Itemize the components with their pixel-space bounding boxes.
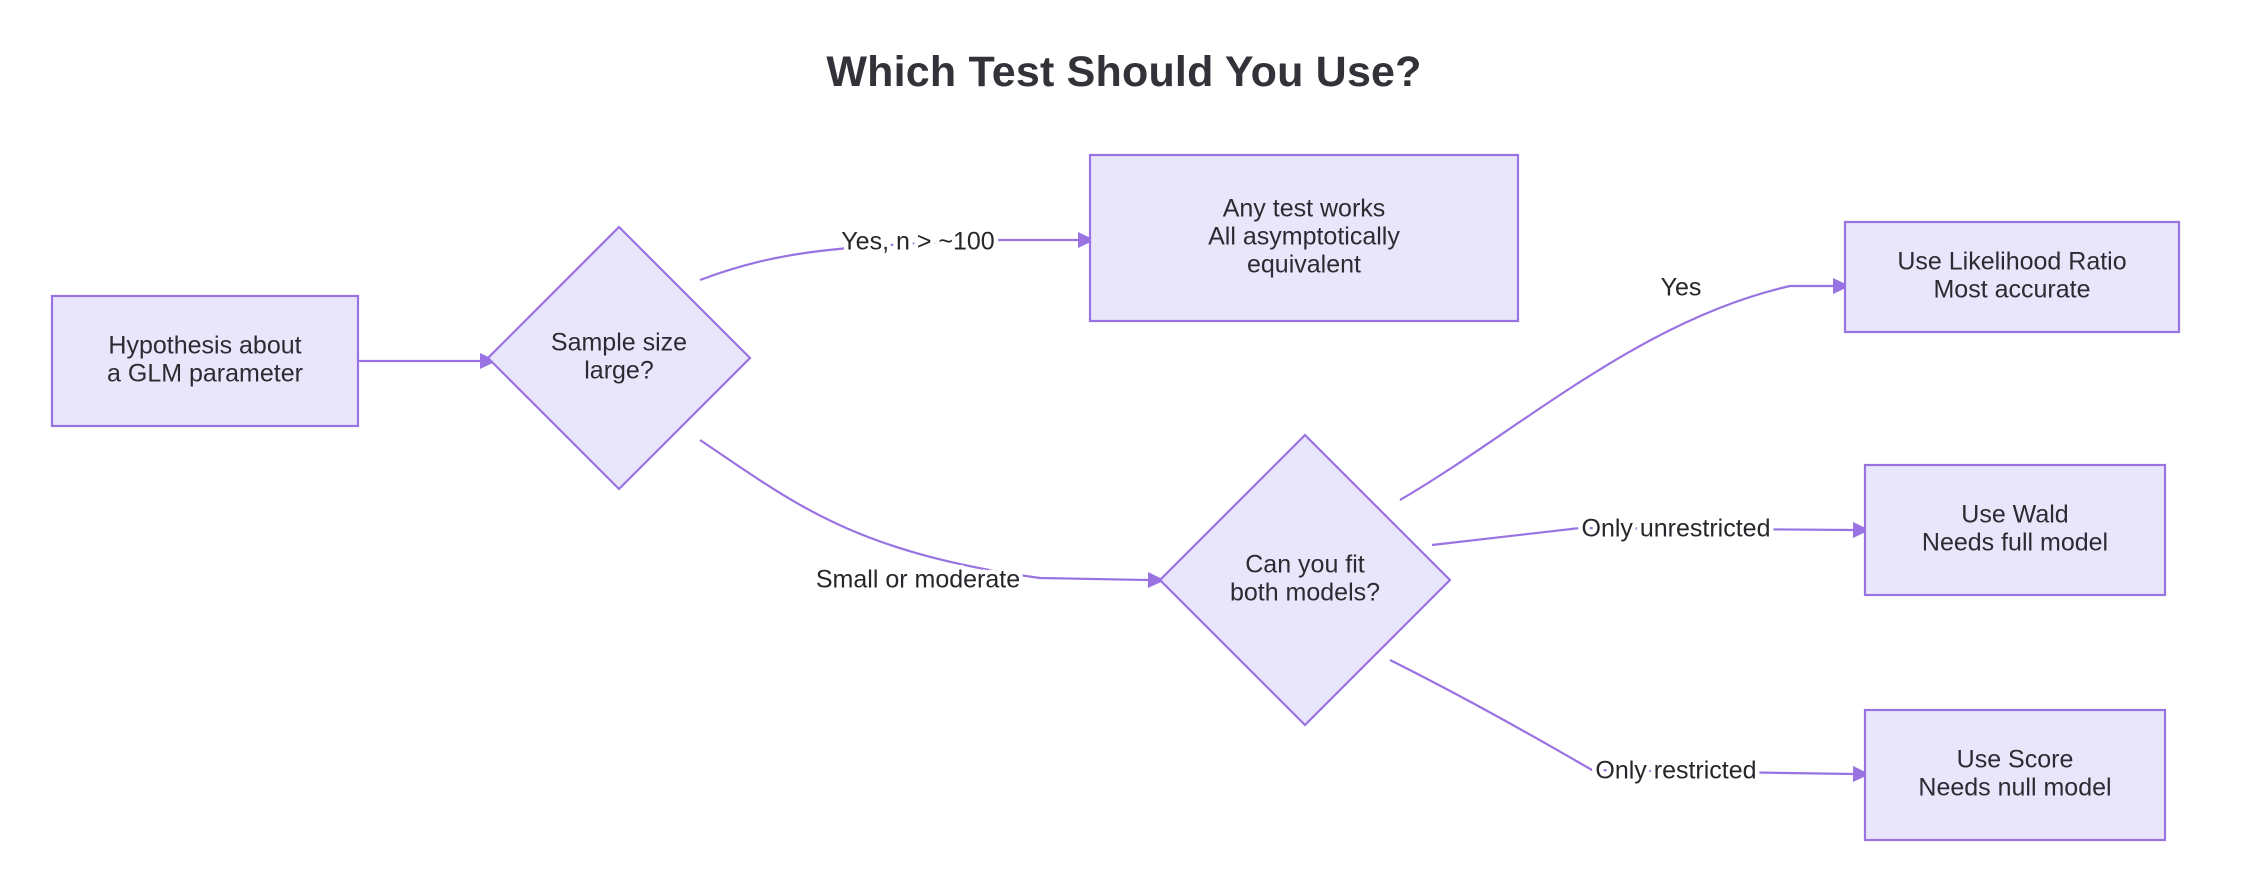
node-label-line: large? bbox=[584, 357, 654, 385]
node-label-line: Sample size bbox=[551, 329, 687, 357]
page-title: Which Test Should You Use? bbox=[826, 48, 1422, 96]
edge-start-to-q1 bbox=[358, 353, 497, 369]
edge-q1-yes bbox=[699, 232, 1095, 282]
edge-label-halo: Only unrestricted bbox=[1582, 515, 1771, 543]
node-label-line: a GLM parameter bbox=[107, 360, 303, 388]
node-label-line: Most accurate bbox=[1933, 276, 2090, 304]
edge-label-text: Only restricted bbox=[1595, 757, 1756, 785]
edge-label-halo: Only restricted bbox=[1595, 757, 1756, 785]
edge-label-text: Only unrestricted bbox=[1582, 515, 1771, 543]
node-label-line: Hypothesis about bbox=[108, 332, 301, 360]
node-label-line: Use Score bbox=[1957, 746, 2074, 774]
edges-layer bbox=[358, 232, 1870, 782]
edge-label-halo: Small or moderate bbox=[816, 566, 1020, 594]
edge-line bbox=[1399, 284, 1833, 501]
edge-q2-restricted bbox=[1389, 659, 1870, 782]
edge-line bbox=[1431, 526, 1854, 547]
edge-line bbox=[699, 238, 1078, 282]
edge-label-halo: Yes, n > ~100 bbox=[841, 228, 994, 256]
arrowhead-icon bbox=[1852, 766, 1870, 782]
node-box[interactable] bbox=[1863, 708, 2167, 842]
edge-line bbox=[1389, 659, 1854, 776]
arrowhead-icon bbox=[1833, 278, 1850, 294]
node-label-line: Needs null model bbox=[1918, 774, 2111, 802]
edge-label-text: Yes bbox=[1661, 274, 1702, 302]
arrowhead-icon bbox=[1078, 232, 1095, 248]
node-diamond[interactable] bbox=[486, 225, 752, 491]
arrowhead-icon bbox=[1147, 572, 1165, 588]
edge-line bbox=[699, 439, 1149, 582]
node-label-line: Needs full model bbox=[1922, 529, 2108, 557]
node-label-line: Can you fit bbox=[1245, 551, 1365, 579]
node-label-line: equivalent bbox=[1247, 251, 1361, 279]
node-label-line: both models? bbox=[1230, 579, 1380, 607]
node-box[interactable] bbox=[1863, 463, 2167, 597]
node-label-line: All asymptotically bbox=[1208, 223, 1400, 251]
arrowhead-icon bbox=[480, 353, 497, 369]
node-box[interactable] bbox=[1088, 153, 1520, 323]
arrowhead-icon bbox=[1852, 522, 1870, 538]
node-box[interactable] bbox=[1843, 220, 2181, 334]
node-label-line: Any test works bbox=[1223, 195, 1386, 223]
edge-q2-yes bbox=[1399, 278, 1850, 501]
edge-q2-unrestricted bbox=[1431, 522, 1870, 547]
edge-label-text: Small or moderate bbox=[816, 566, 1020, 594]
node-box[interactable] bbox=[50, 294, 360, 428]
edge-label-text: Yes, n > ~100 bbox=[841, 228, 994, 256]
edge-label-halo: Yes bbox=[1661, 274, 1702, 302]
node-diamond[interactable] bbox=[1158, 433, 1452, 727]
node-label-line: Use Likelihood Ratio bbox=[1897, 248, 2126, 276]
edge-q1-small bbox=[699, 439, 1165, 588]
node-label-line: Use Wald bbox=[1961, 501, 2068, 529]
